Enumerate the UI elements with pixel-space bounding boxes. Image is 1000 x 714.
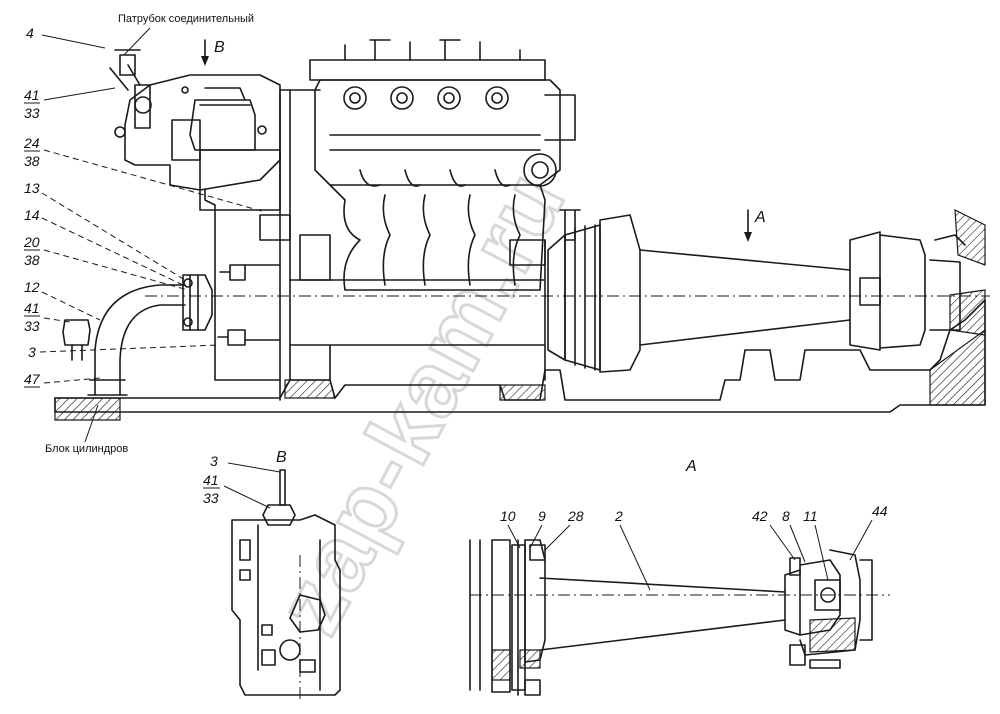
right-housing-hatch-2 <box>949 289 986 336</box>
view-v-title: В <box>276 449 287 466</box>
pump-lower-body <box>329 184 546 291</box>
view-a-callout-9: 9 <box>538 508 546 524</box>
block-hatch-3 <box>929 328 986 406</box>
base-hatch <box>54 397 121 421</box>
caption-block: Блок цилиндров <box>45 443 128 455</box>
view-a-callout-44: 44 <box>872 503 888 519</box>
view-v: В 3 41 33 <box>203 449 341 700</box>
view-a-title: А <box>685 458 697 475</box>
view-a-callout-8: 8 <box>782 508 790 524</box>
pipe-elbow <box>94 284 186 396</box>
view-v-callout-41: 41 <box>203 472 219 488</box>
block-hatch-1 <box>284 379 336 399</box>
watermark: zap-kam.ru <box>258 155 585 649</box>
callout-3: 3 <box>28 344 36 360</box>
main-callouts: 4 41 33 24 38 13 14 20 38 12 41 33 3 47 <box>23 25 266 388</box>
callout-41: 41 <box>24 87 40 103</box>
view-v-callout-33: 33 <box>203 490 219 506</box>
caption-top-pipe: Патрубок соединительный <box>118 13 254 25</box>
callout-12: 12 <box>24 279 40 295</box>
view-a-callout-2: 2 <box>614 508 623 524</box>
view-v-callout-3: 3 <box>210 453 218 469</box>
upper-left-device <box>124 74 281 191</box>
view-a-callout-11: 11 <box>803 508 818 524</box>
callout-4: 4 <box>26 25 34 41</box>
callout-13: 13 <box>24 180 40 196</box>
view-a: А 10 9 28 2 42 8 11 44 <box>469 458 890 696</box>
callout-38: 38 <box>24 153 40 169</box>
view-a-callout-28: 28 <box>567 508 584 524</box>
arrow-a-label: А <box>754 209 766 226</box>
view-a-callout-10: 10 <box>500 508 516 524</box>
callout-14: 14 <box>24 207 40 223</box>
callout-33: 33 <box>24 105 40 121</box>
callout-24: 24 <box>23 135 40 151</box>
injector-outlets <box>343 86 509 110</box>
callout-33b: 33 <box>24 318 40 334</box>
block-hatch-2 <box>499 384 546 401</box>
callout-47: 47 <box>24 371 41 387</box>
main-view: А В <box>54 39 990 421</box>
callout-41b: 41 <box>24 300 40 316</box>
view-a-shaft <box>539 577 786 651</box>
view-a-callout-42: 42 <box>752 508 768 524</box>
arrow-v-label: В <box>214 39 225 56</box>
callout-20: 20 <box>23 234 40 250</box>
right-housing-hatch <box>954 208 986 266</box>
drive-shaft <box>639 249 851 346</box>
callout-38b: 38 <box>24 252 40 268</box>
